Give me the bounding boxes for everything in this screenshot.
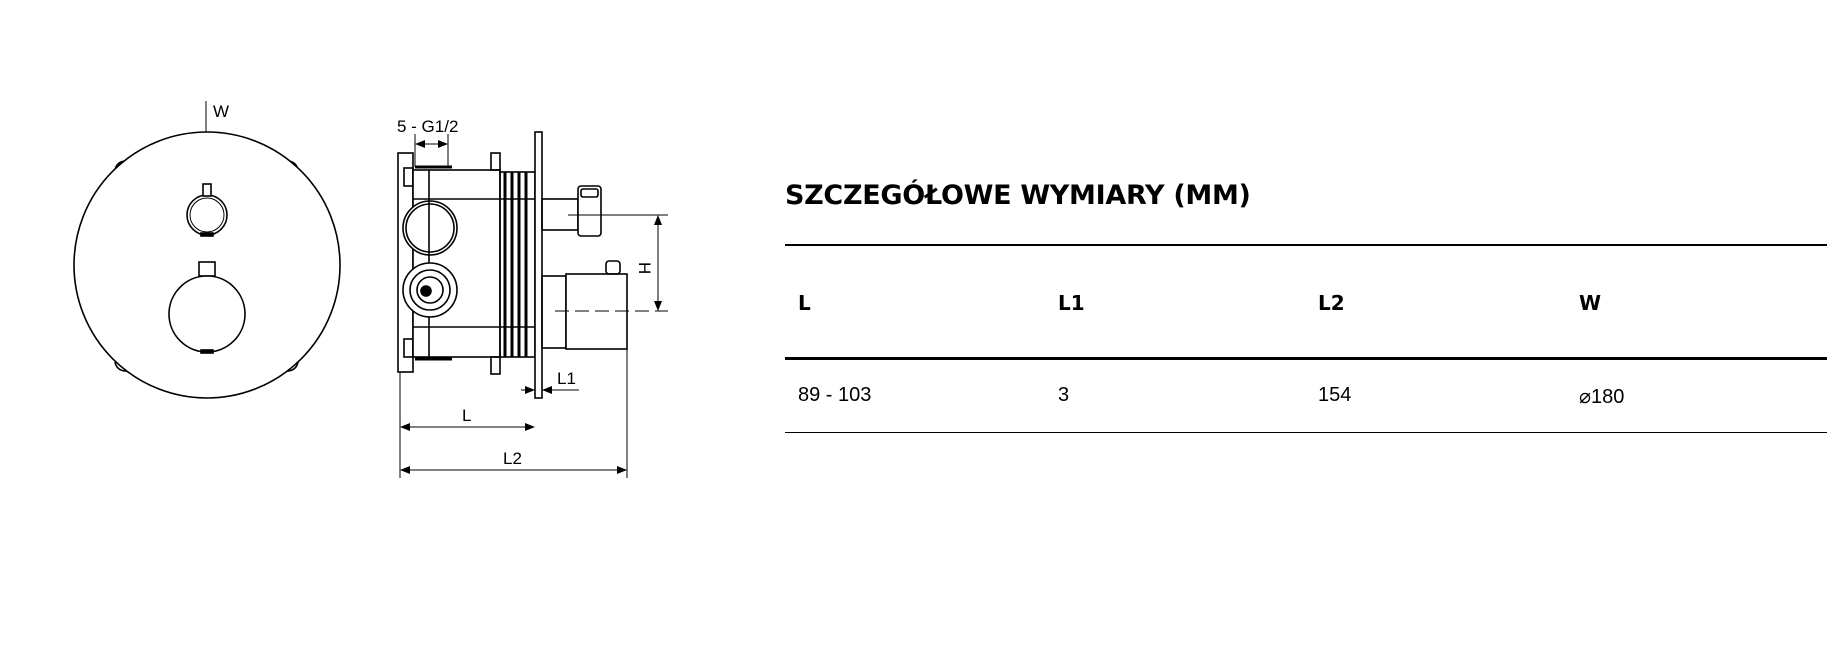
table-row: 89 - 103 3 154 ⌀180: [785, 360, 1827, 433]
label-thread: 5 - G1/2: [397, 117, 458, 136]
technical-drawing: W: [73, 101, 668, 478]
table-header-row: L L1 L2 W: [785, 246, 1827, 360]
label-l1: L1: [557, 369, 576, 388]
value-l2: 154: [1318, 384, 1352, 406]
thermostat-knob: [168, 275, 246, 353]
dimensions-table: L L1 L2 W 89 - 103 3 154 ⌀180: [785, 244, 1827, 433]
label-w: W: [213, 102, 229, 121]
value-w: ⌀180: [1579, 386, 1625, 408]
section-title: SZCZEGÓŁOWE WYMIARY (MM): [785, 180, 1251, 211]
header-l: L: [798, 291, 811, 315]
value-l: 89 - 103: [798, 384, 872, 406]
table-top-rule: [785, 244, 1827, 246]
knob-nub: [198, 261, 216, 277]
header-l1: L1: [1058, 291, 1085, 315]
front-view: [73, 101, 341, 399]
side-view: [397, 131, 628, 399]
header-l2: L2: [1318, 291, 1345, 315]
label-l: L: [462, 406, 471, 425]
header-w: W: [1579, 291, 1602, 315]
dimension-lines: [399, 134, 668, 478]
label-h: H: [635, 262, 654, 274]
value-l1: 3: [1058, 384, 1070, 406]
label-l2: L2: [503, 449, 522, 468]
